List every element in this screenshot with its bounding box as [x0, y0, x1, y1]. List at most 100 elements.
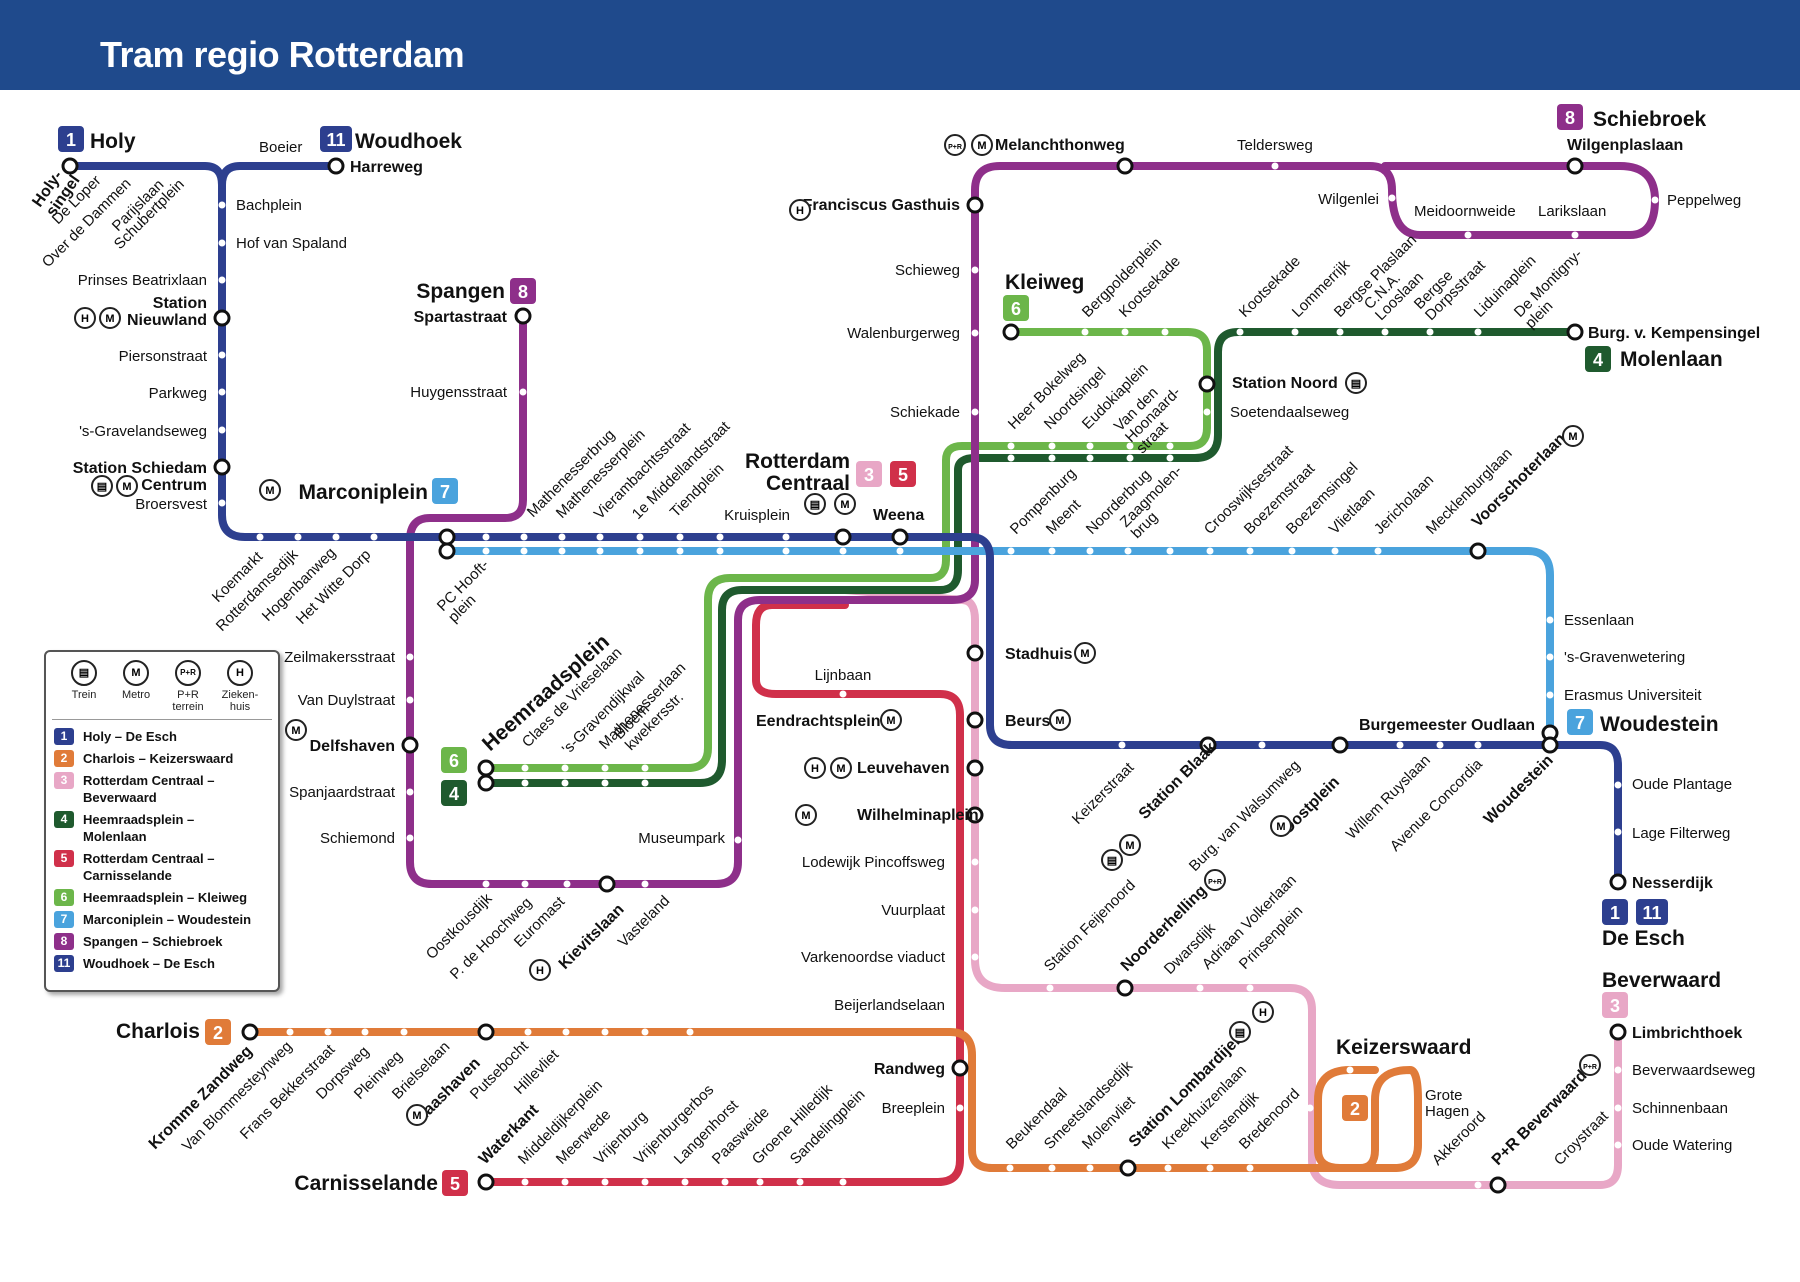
- stop-marker[interactable]: [1236, 328, 1244, 336]
- stop-marker[interactable]: [558, 533, 566, 541]
- stop-marker[interactable]: [834, 528, 852, 546]
- stop-marker[interactable]: [1566, 323, 1584, 341]
- stop-marker[interactable]: [1609, 1023, 1627, 1041]
- stop-marker[interactable]: [1346, 1066, 1354, 1074]
- stop-marker[interactable]: [520, 547, 528, 555]
- stop-marker[interactable]: [676, 547, 684, 555]
- stop-marker[interactable]: [966, 806, 984, 824]
- stop-marker[interactable]: [1474, 328, 1482, 336]
- stop-marker[interactable]: [971, 1001, 979, 1009]
- stop-marker[interactable]: [218, 276, 226, 284]
- stop-marker[interactable]: [1474, 741, 1482, 749]
- stop-marker[interactable]: [681, 1178, 689, 1186]
- stop-marker[interactable]: [636, 533, 644, 541]
- line-5-route[interactable]: [482, 601, 964, 1186]
- stop-marker[interactable]: [1048, 454, 1056, 462]
- stop-marker[interactable]: [839, 1178, 847, 1186]
- stop-marker[interactable]: [1541, 736, 1559, 754]
- stop-marker[interactable]: [601, 779, 609, 787]
- stop-marker[interactable]: [636, 547, 644, 555]
- stop-marker[interactable]: [1469, 542, 1487, 560]
- stop-marker[interactable]: [1048, 547, 1056, 555]
- stop-marker[interactable]: [561, 1178, 569, 1186]
- stop-marker[interactable]: [1246, 547, 1254, 555]
- stop-marker[interactable]: [1086, 547, 1094, 555]
- stop-marker[interactable]: [716, 533, 724, 541]
- stop-marker[interactable]: [1119, 1159, 1137, 1177]
- stop-marker[interactable]: [1121, 328, 1129, 336]
- stop-marker[interactable]: [218, 351, 226, 359]
- stop-marker[interactable]: [971, 329, 979, 337]
- stop-marker[interactable]: [1203, 408, 1211, 416]
- stop-marker[interactable]: [956, 1104, 964, 1112]
- stop-marker[interactable]: [1436, 741, 1444, 749]
- stop-marker[interactable]: [1406, 1104, 1414, 1112]
- stop-marker[interactable]: [1546, 653, 1554, 661]
- stop-marker[interactable]: [971, 408, 979, 416]
- stop-marker[interactable]: [1306, 1104, 1314, 1112]
- stop-marker[interactable]: [218, 239, 226, 247]
- stop-marker[interactable]: [1571, 231, 1579, 239]
- line-3-route[interactable]: [841, 586, 1622, 1189]
- stop-marker[interactable]: [286, 1028, 294, 1036]
- stop-marker[interactable]: [1166, 454, 1174, 462]
- stop-marker[interactable]: [1331, 547, 1339, 555]
- stop-marker[interactable]: [477, 1173, 495, 1191]
- stop-marker[interactable]: [1006, 1164, 1014, 1172]
- stop-marker[interactable]: [1489, 1176, 1507, 1194]
- stop-marker[interactable]: [438, 542, 456, 560]
- stop-marker[interactable]: [1374, 547, 1382, 555]
- stop-marker[interactable]: [721, 1178, 729, 1186]
- stop-marker[interactable]: [1007, 547, 1015, 555]
- stop-marker[interactable]: [1609, 873, 1627, 891]
- stop-marker[interactable]: [477, 774, 495, 792]
- stop-marker[interactable]: [438, 528, 456, 546]
- stop-marker[interactable]: [361, 1028, 369, 1036]
- stop-marker[interactable]: [1164, 1164, 1172, 1172]
- stop-marker[interactable]: [514, 307, 532, 325]
- stop-marker[interactable]: [324, 1028, 332, 1036]
- stop-marker[interactable]: [519, 388, 527, 396]
- stop-marker[interactable]: [332, 533, 340, 541]
- stop-marker[interactable]: [891, 528, 909, 546]
- stop-marker[interactable]: [839, 547, 847, 555]
- stop-marker[interactable]: [61, 157, 79, 175]
- stop-marker[interactable]: [601, 1178, 609, 1186]
- stop-marker[interactable]: [1381, 328, 1389, 336]
- stop-marker[interactable]: [1546, 691, 1554, 699]
- stop-marker[interactable]: [1048, 442, 1056, 450]
- stop-marker[interactable]: [676, 533, 684, 541]
- stop-marker[interactable]: [1566, 157, 1584, 175]
- stop-marker[interactable]: [1198, 375, 1216, 393]
- line-6-route[interactable]: [482, 328, 1211, 772]
- stop-marker[interactable]: [218, 388, 226, 396]
- stop-marker[interactable]: [294, 533, 302, 541]
- stop-marker[interactable]: [563, 880, 571, 888]
- stop-marker[interactable]: [401, 736, 419, 754]
- stop-marker[interactable]: [213, 309, 231, 327]
- stop-marker[interactable]: [406, 834, 414, 842]
- stop-marker[interactable]: [782, 547, 790, 555]
- stop-marker[interactable]: [598, 875, 616, 893]
- stop-marker[interactable]: [896, 547, 904, 555]
- stop-marker[interactable]: [601, 764, 609, 772]
- line-2-route[interactable]: [246, 1028, 1422, 1172]
- stop-marker[interactable]: [521, 764, 529, 772]
- stop-marker[interactable]: [218, 201, 226, 209]
- stop-marker[interactable]: [241, 1023, 259, 1041]
- stop-marker[interactable]: [477, 1023, 495, 1041]
- stop-marker[interactable]: [641, 779, 649, 787]
- stop-marker[interactable]: [561, 764, 569, 772]
- stop-marker[interactable]: [971, 953, 979, 961]
- stop-marker[interactable]: [218, 426, 226, 434]
- stop-marker[interactable]: [558, 547, 566, 555]
- stop-marker[interactable]: [406, 696, 414, 704]
- stop-marker[interactable]: [596, 533, 604, 541]
- stop-marker[interactable]: [477, 759, 495, 777]
- stop-marker[interactable]: [1086, 1164, 1094, 1172]
- stop-marker[interactable]: [521, 880, 529, 888]
- stop-marker[interactable]: [1007, 454, 1015, 462]
- line-7-route[interactable]: [443, 547, 1554, 749]
- stop-marker[interactable]: [1126, 454, 1134, 462]
- stop-marker[interactable]: [520, 533, 528, 541]
